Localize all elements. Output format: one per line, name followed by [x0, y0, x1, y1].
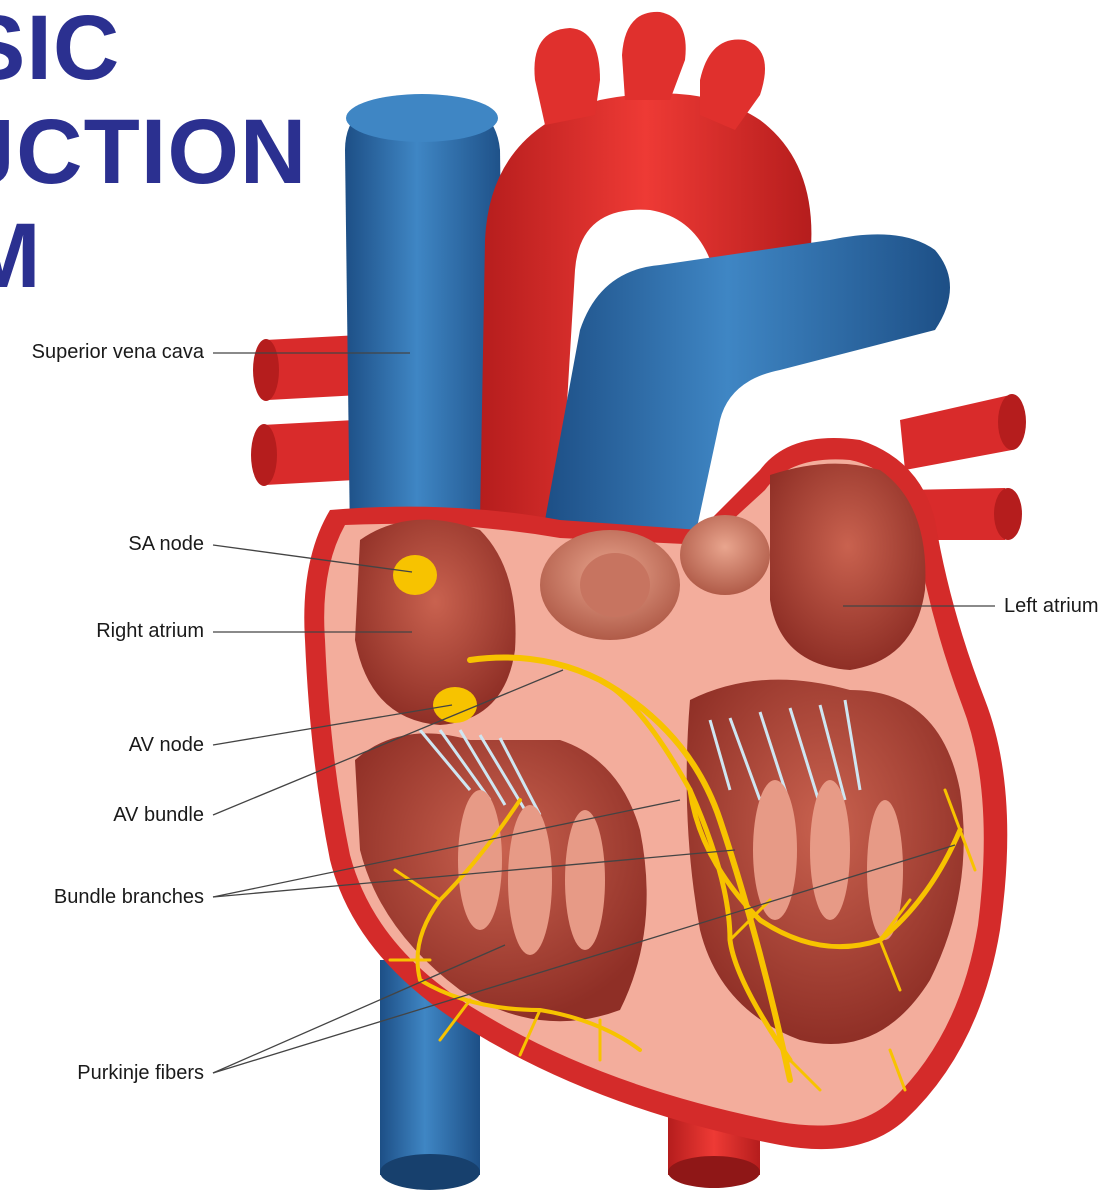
label-bundle-branches: Bundle branches: [20, 886, 204, 908]
label-left-atrium: Left atrium: [1004, 595, 1114, 617]
label-sa-node: SA node: [20, 533, 204, 555]
sa-node-marker: [393, 555, 437, 595]
label-av-bundle: AV bundle: [20, 804, 204, 826]
right-pulmonary-arteries: [251, 335, 360, 486]
label-right-atrium: Right atrium: [20, 620, 204, 642]
av-node-marker: [433, 687, 477, 723]
label-av-node: AV node: [20, 734, 204, 756]
right-atrium-chamber: [355, 520, 516, 725]
left-atrium-chamber: [770, 464, 925, 670]
label-purkinje-fibers: Purkinje fibers: [20, 1062, 204, 1084]
label-superior-vena-cava: Superior vena cava: [20, 341, 204, 363]
